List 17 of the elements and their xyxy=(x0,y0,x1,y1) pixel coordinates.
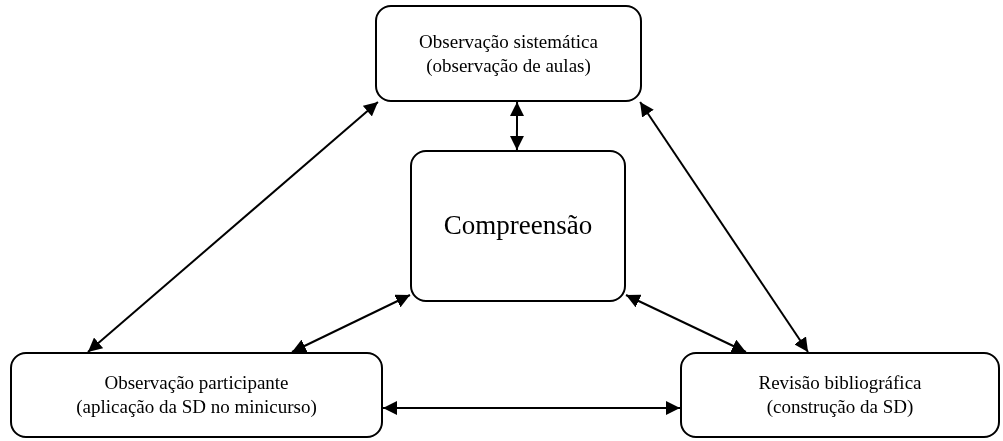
double-arrow xyxy=(291,294,411,353)
rounded-box xyxy=(10,352,383,438)
rounded-box xyxy=(680,352,1000,438)
box-title: Observação sistemática xyxy=(419,29,598,54)
box-title: Compreensão xyxy=(443,209,593,243)
rounded-box xyxy=(375,5,642,102)
rounded-box xyxy=(410,150,626,302)
box-subtitle: (construção da SD) xyxy=(766,395,914,419)
double-arrow xyxy=(625,294,747,353)
box-title: Revisão bibliográfica xyxy=(758,371,922,395)
double-arrow xyxy=(639,101,809,353)
box-subtitle: (aplicação da SD no minicurso) xyxy=(76,395,317,419)
double-arrow xyxy=(382,401,681,415)
box-title: Observação participante xyxy=(104,371,289,395)
double-arrow xyxy=(509,101,524,151)
box-subtitle: (observação de aulas) xyxy=(426,53,591,78)
double-arrow xyxy=(86,101,379,353)
